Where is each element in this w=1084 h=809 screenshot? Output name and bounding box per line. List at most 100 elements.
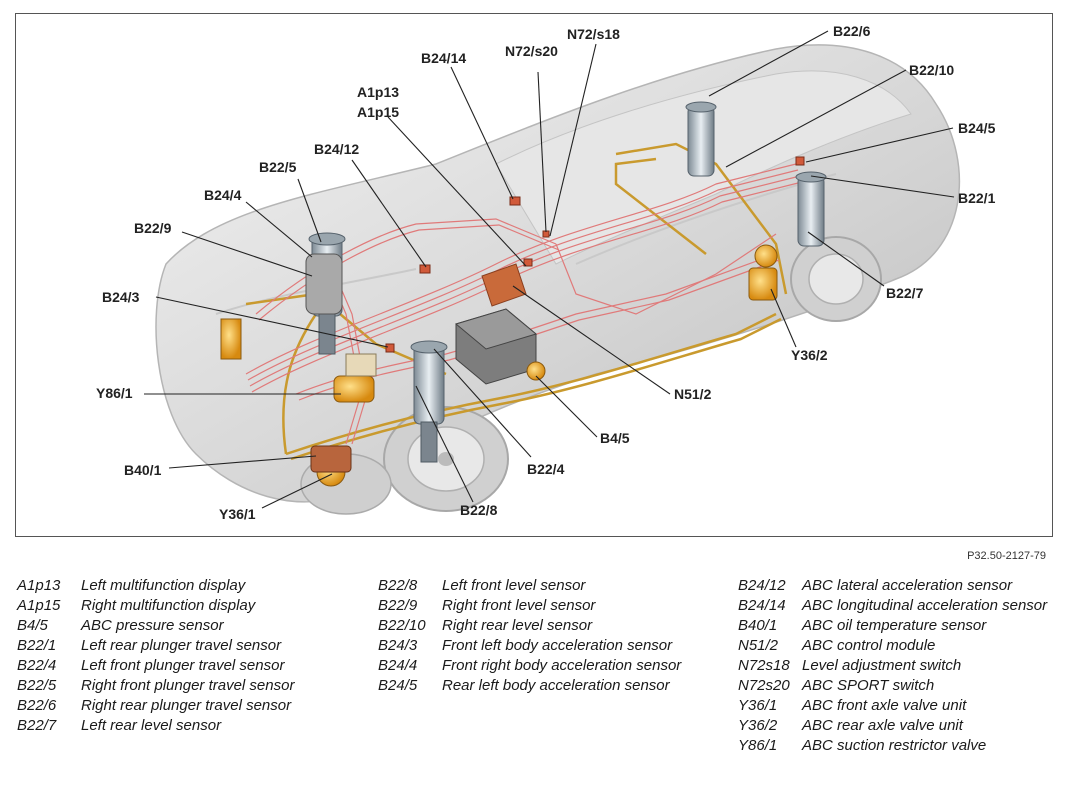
legend-description: Front right body acceleration sensor (442, 657, 682, 674)
legend-item: B22/9 Right front level sensor (378, 596, 713, 616)
callout-b22-4: B22/4 (527, 461, 565, 477)
legend-description: Right rear plunger travel sensor (81, 697, 292, 714)
legend-description: Left rear level sensor (81, 717, 222, 734)
legend-code: Y36/1 (738, 697, 778, 714)
legend-description: Left rear plunger travel sensor (81, 637, 282, 654)
callout-b22-9: B22/9 (134, 220, 172, 236)
legend-code: B24/4 (378, 657, 418, 674)
legend-item: B24/12 ABC lateral acceleration sensor (738, 576, 1073, 596)
legend-description: ABC suction restrictor valve (802, 737, 987, 754)
legend-description: Left multifunction display (81, 577, 246, 594)
legend-code: B22/8 (378, 577, 418, 594)
legend-item: B22/4 Left front plunger travel sensor (17, 656, 362, 676)
legend-description: Left front level sensor (442, 577, 586, 594)
legend-code: B40/1 (738, 617, 778, 634)
rear-wheel (790, 236, 882, 322)
legend-code: N51/2 (738, 637, 779, 654)
callout-b22-10: B22/10 (909, 62, 955, 78)
callout-b22-8: B22/8 (460, 502, 498, 518)
legend-description: ABC longitudinal acceleration sensor (802, 597, 1048, 614)
legend-description: ABC lateral acceleration sensor (802, 577, 1013, 594)
legend-code: B24/3 (378, 637, 418, 654)
callout-n72-s20: N72/s20 (505, 43, 558, 59)
callout-n72-s18: N72/s18 (567, 26, 620, 42)
callout-b24-3: B24/3 (102, 289, 140, 305)
legend-code: B22/1 (17, 637, 57, 654)
legend-description: Rear left body acceleration sensor (442, 677, 670, 694)
legend-description: ABC SPORT switch (802, 677, 935, 694)
legend-description: ABC pressure sensor (81, 617, 224, 634)
front-left-strut (410, 340, 448, 463)
legend-code: B22/6 (17, 697, 57, 714)
callout-b24-5: B24/5 (958, 120, 996, 136)
legend-code: Y86/1 (738, 737, 778, 754)
legend-code: N72s18 (738, 657, 790, 674)
legend-description: Left front plunger travel sensor (81, 657, 285, 674)
legend-item: B24/4 Front right body acceleration senso… (378, 656, 713, 676)
callout-y36-2: Y36/2 (791, 347, 828, 363)
multifunction-display-module (481, 263, 527, 307)
legend-description: ABC rear axle valve unit (802, 717, 963, 734)
callout-a1p15: A1p15 (357, 104, 400, 120)
legend-code: B24/5 (378, 677, 418, 694)
callout-b22-7: B22/7 (886, 285, 924, 301)
legend-description: Front left body acceleration sensor (442, 637, 673, 654)
legend-description: Right front level sensor (442, 597, 596, 614)
valve-units (220, 244, 778, 487)
callout-b22-1: B22/1 (958, 190, 996, 206)
legend-item: N72s20 ABC SPORT switch (738, 676, 1073, 696)
legend-description: Right rear level sensor (442, 617, 593, 634)
legend-item: N51/2 ABC control module (738, 636, 1073, 656)
legend-code: N72s20 (738, 677, 790, 694)
callout-leader-lines (144, 30, 955, 509)
legend-item: B24/5 Rear left body acceleration sensor (378, 676, 713, 696)
car-illustration (144, 30, 961, 515)
callout-b24-14: B24/14 (421, 50, 467, 66)
callout-y36-1: Y36/1 (219, 506, 256, 522)
callout-b4-5: B4/5 (600, 430, 630, 446)
legend-item: N72s18 Level adjustment switch (738, 656, 1073, 676)
rear-left-strut (795, 171, 827, 247)
callout-y86-1: Y86/1 (96, 385, 133, 401)
callout-b24-4: B24/4 (204, 187, 242, 203)
diagram-figure: B24/14 N72/s20 N72/s18 B22/6 B22/10 B24/… (15, 13, 1053, 537)
legend-code: Y36/2 (738, 717, 778, 734)
callout-b40-1: B40/1 (124, 462, 162, 478)
legend-description: ABC front axle valve unit (802, 697, 967, 714)
legend-item: B22/1 Left rear plunger travel sensor (17, 636, 362, 656)
legend-description: Level adjustment switch (802, 657, 962, 674)
legend-item: Y36/2 ABC rear axle valve unit (738, 716, 1073, 736)
figure-reference-number: P32.50-2127-79 (967, 550, 1046, 562)
legend-code: B4/5 (17, 617, 48, 634)
legend-code: B22/4 (17, 657, 57, 674)
callout-n51-2: N51/2 (674, 386, 712, 402)
legend-item: B22/10 Right rear level sensor (378, 616, 713, 636)
callout-b22-6: B22/6 (833, 23, 871, 39)
legend-description: Right multifunction display (81, 597, 256, 614)
legend-code: B22/9 (378, 597, 418, 614)
legend-description: ABC control module (802, 637, 936, 654)
legend-code: B24/12 (738, 577, 786, 594)
legend-item: Y36/1 ABC front axle valve unit (738, 696, 1073, 716)
legend-item: B24/14 ABC longitudinal acceleration sens… (738, 596, 1073, 616)
legend-item: B4/5 ABC pressure sensor (17, 616, 362, 636)
legend-item: B22/8 Left front level sensor (378, 576, 713, 596)
legend-description: Right front plunger travel sensor (81, 677, 295, 694)
callout-b24-12: B24/12 (314, 141, 360, 157)
legend-code: B22/10 (378, 617, 426, 634)
legend-item: B40/1 ABC oil temperature sensor (738, 616, 1073, 636)
legend-description: ABC oil temperature sensor (802, 617, 987, 634)
legend-item: B22/5 Right front plunger travel sensor (17, 676, 362, 696)
legend-item: B24/3 Front left body acceleration sensor (378, 636, 713, 656)
legend-code: B22/5 (17, 677, 57, 694)
callout-b22-5: B22/5 (259, 159, 297, 175)
hydraulic-pump (305, 253, 377, 377)
legend-code: B24/14 (738, 597, 786, 614)
legend-item: B22/7 Left rear level sensor (17, 716, 362, 736)
legend-code: B22/7 (17, 717, 57, 734)
